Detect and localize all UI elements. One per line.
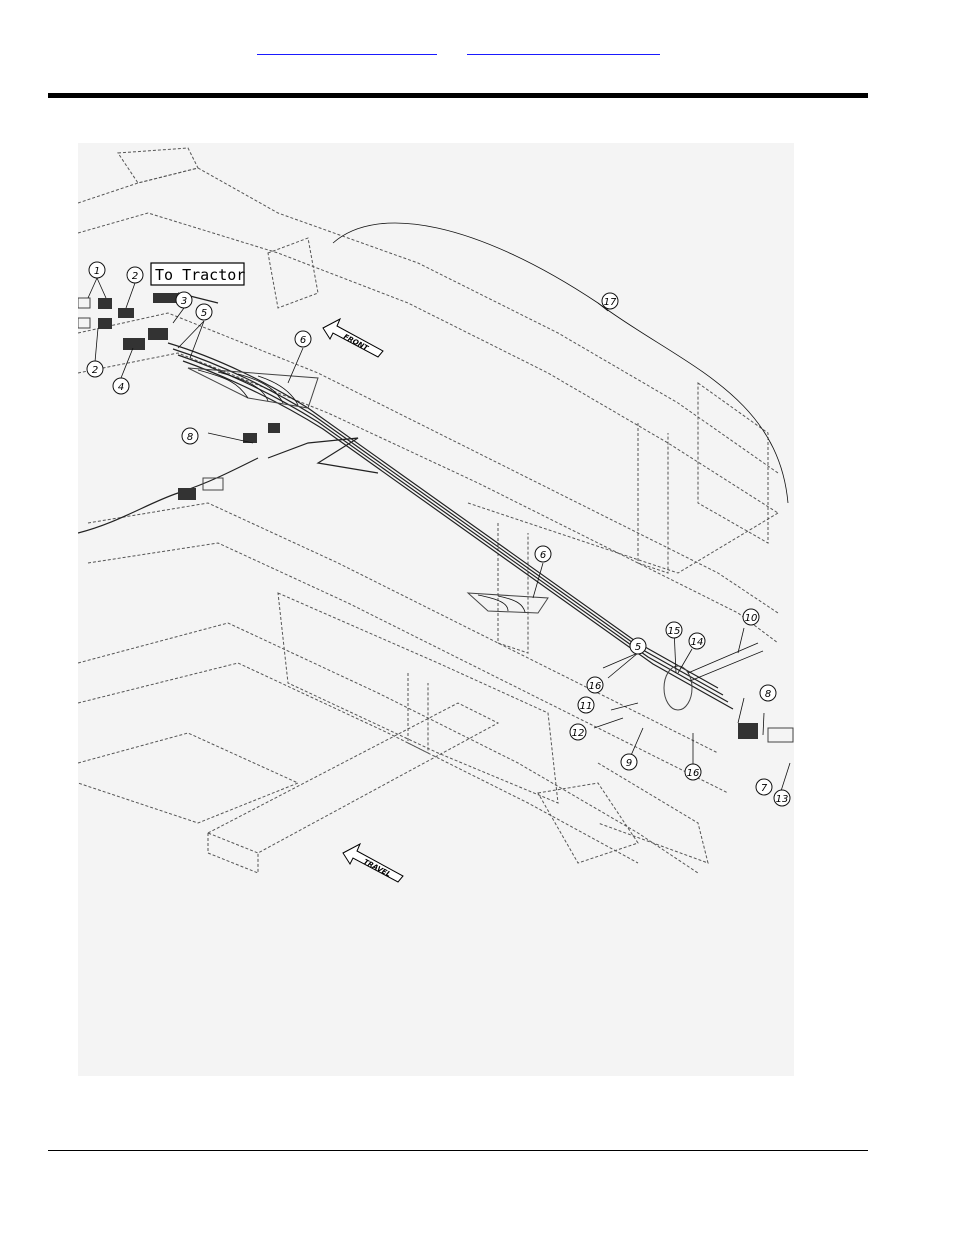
svg-text:4: 4 xyxy=(118,382,124,393)
diagram-svg: To Tractor FRONT TRAVEL xyxy=(78,143,794,1076)
callout-17: 17 xyxy=(602,293,618,309)
svg-text:10: 10 xyxy=(745,613,758,624)
callout-12: 12 xyxy=(570,724,586,740)
svg-text:FRONT: FRONT xyxy=(342,333,370,353)
header-link-1[interactable] xyxy=(257,40,437,55)
svg-text:2: 2 xyxy=(92,365,98,376)
callout-16a: 16 xyxy=(587,677,603,693)
callout-leaders xyxy=(88,278,790,791)
svg-text:15: 15 xyxy=(668,626,681,637)
svg-text:17: 17 xyxy=(604,297,617,308)
callout-5b: 5 xyxy=(630,638,646,654)
callout-16b: 16 xyxy=(685,764,701,780)
svg-text:6: 6 xyxy=(300,335,306,346)
callout-13: 13 xyxy=(774,790,790,806)
callout-5a: 5 xyxy=(196,304,212,320)
svg-text:3: 3 xyxy=(181,296,187,307)
svg-text:2: 2 xyxy=(132,271,138,282)
svg-text:16: 16 xyxy=(687,768,700,779)
hose-wrap-lower xyxy=(468,593,548,613)
callout-6a: 6 xyxy=(295,331,311,347)
svg-text:8: 8 xyxy=(187,432,193,443)
callout-10: 10 xyxy=(743,609,759,625)
svg-text:5: 5 xyxy=(201,308,207,319)
item-17-bracket xyxy=(333,223,788,503)
callout-6b: 6 xyxy=(535,546,551,562)
callout-1: 1 xyxy=(89,262,105,278)
callout-8b: 8 xyxy=(760,685,776,701)
callout-9: 9 xyxy=(621,754,637,770)
callout-14: 14 xyxy=(689,633,705,649)
svg-text:16: 16 xyxy=(589,681,602,692)
svg-text:12: 12 xyxy=(572,728,585,739)
svg-text:8: 8 xyxy=(765,689,771,700)
svg-text:9: 9 xyxy=(626,758,632,769)
svg-text:1: 1 xyxy=(94,266,100,277)
callout-8a: 8 xyxy=(182,428,198,444)
callout-15: 15 xyxy=(666,622,682,638)
svg-text:5: 5 xyxy=(635,642,641,653)
header-rule xyxy=(48,93,868,98)
implement-frame xyxy=(78,148,778,873)
callout-2a: 2 xyxy=(127,267,143,283)
svg-text:13: 13 xyxy=(776,794,789,805)
callout-4: 4 xyxy=(113,378,129,394)
svg-text:6: 6 xyxy=(540,550,546,561)
parts-diagram: To Tractor FRONT TRAVEL xyxy=(78,143,794,1076)
header-link-2[interactable] xyxy=(467,40,660,55)
svg-text:TRAVEL: TRAVEL xyxy=(362,858,392,879)
footer-rule xyxy=(48,1150,868,1151)
travel-arrow: TRAVEL xyxy=(343,844,403,882)
tractor-label: To Tractor xyxy=(155,266,245,284)
svg-text:14: 14 xyxy=(691,637,704,648)
front-arrow: FRONT xyxy=(323,319,383,357)
callout-7: 7 xyxy=(756,779,772,795)
callout-3: 3 xyxy=(176,292,192,308)
callout-11: 11 xyxy=(578,697,594,713)
callout-2b: 2 xyxy=(87,361,103,377)
svg-text:11: 11 xyxy=(580,701,593,712)
svg-text:7: 7 xyxy=(761,783,768,794)
